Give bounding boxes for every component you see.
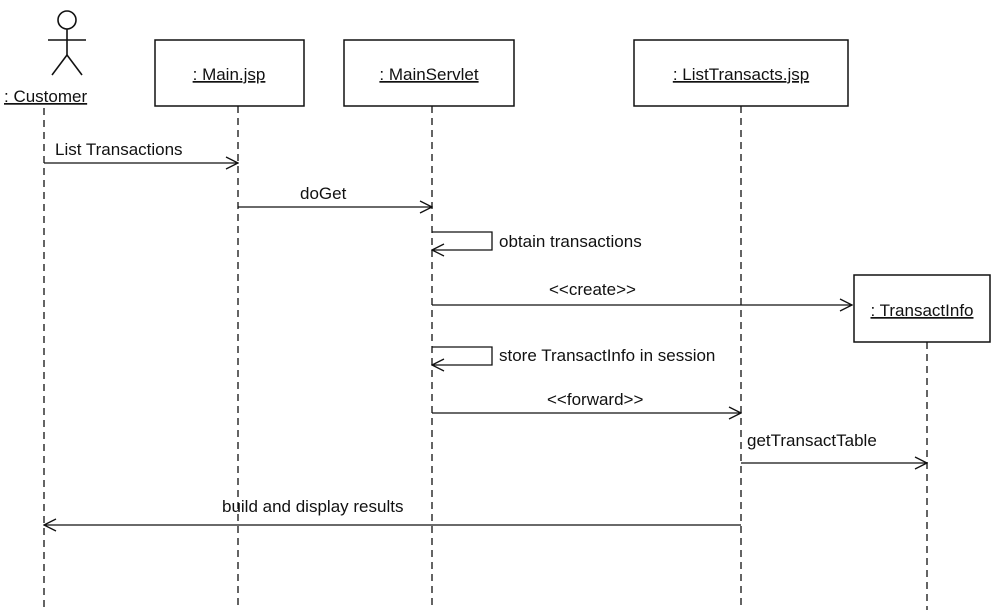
self-message-arrow-store-info	[432, 346, 493, 365]
message-label-obtain-transactions: obtain transactions	[499, 232, 642, 251]
customer-actor: : Customer	[4, 10, 87, 106]
message-label-list-transactions: List Transactions	[55, 140, 183, 159]
message-label-get-transact-table: getTransactTable	[747, 431, 877, 450]
object-label: : ListTransacts.jsp	[673, 65, 809, 84]
self-message-arrow-obtain-transactions	[432, 231, 493, 250]
object-main-servlet: : MainServlet	[343, 39, 515, 107]
object-main-jsp: : Main.jsp	[154, 39, 305, 107]
message-label-do-get: doGet	[300, 184, 347, 203]
customer-label: : Customer	[4, 87, 87, 106]
object-transact-info: : TransactInfo	[853, 274, 991, 343]
object-list-transacts-jsp: : ListTransacts.jsp	[633, 39, 849, 107]
object-label: : Main.jsp	[193, 65, 266, 84]
message-label-forward: <<forward>>	[547, 390, 643, 409]
stick-figure-icon	[48, 10, 86, 76]
object-label: : MainServlet	[379, 65, 478, 84]
message-label-store-info: store TransactInfo in session	[499, 346, 715, 365]
message-label-create: <<create>>	[549, 280, 636, 299]
object-label: : TransactInfo	[871, 301, 974, 320]
message-label-build-display-results: build and display results	[222, 497, 403, 516]
